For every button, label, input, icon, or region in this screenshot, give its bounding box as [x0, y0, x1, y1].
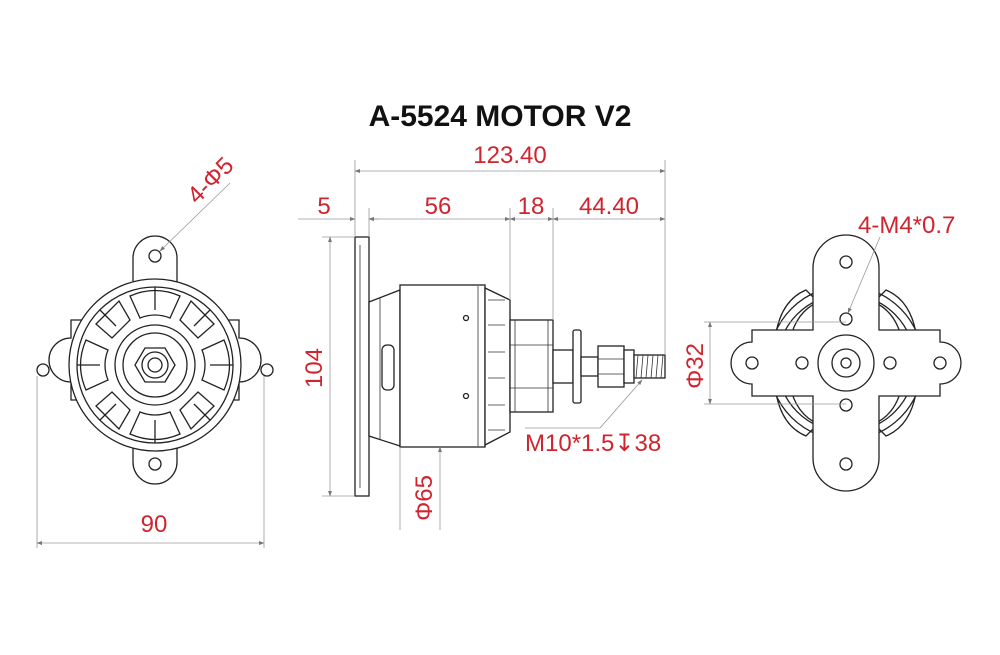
hole-leader: [159, 182, 231, 252]
rear-shaft: [840, 357, 852, 369]
cooling-fins: [77, 287, 233, 443]
prop-nut-cap: [623, 349, 635, 384]
shaft-thread-label: M10*1.5↧38: [525, 430, 661, 457]
body-length-label: 56: [425, 193, 452, 220]
mount-thread-label: 4-M4*0.7: [858, 212, 955, 239]
mount-hole-right: [260, 363, 274, 377]
thread-leader: [599, 379, 643, 429]
cross-hole-bottom: [839, 457, 853, 471]
mount-screw-top: [839, 312, 853, 326]
threaded-shaft: [633, 354, 666, 379]
mount-thread-leader: [847, 236, 881, 314]
rear-view: [730, 234, 962, 492]
shaft-threads: [635, 354, 664, 379]
cross-hole-top: [839, 255, 853, 269]
inner-ring: [114, 324, 196, 406]
cross-hole-left: [745, 356, 759, 370]
mount-hole-top: [148, 249, 162, 263]
mount-screw-bottom: [839, 398, 853, 412]
rear-hub: [509, 319, 554, 413]
front-bell-slot: [381, 344, 395, 391]
prop-nut: [597, 345, 625, 388]
motor-can: [399, 284, 486, 448]
front-view: [36, 235, 274, 485]
shaft-center: [147, 357, 163, 373]
hub-diameter-label: Φ32: [682, 343, 709, 389]
shaft-collar: [552, 349, 574, 384]
overall-length-label: 123.40: [473, 142, 546, 169]
can-screw-top: [462, 314, 470, 322]
plate-thickness-label: 5: [317, 193, 330, 220]
shaft-length-label: 44.40: [579, 193, 639, 220]
body-diameter-label: Φ65: [411, 475, 438, 521]
rear-bearing-ring: [817, 334, 875, 392]
plate-height-label: 104: [301, 348, 328, 388]
mount-width-label: 90: [141, 511, 168, 538]
mount-hole-bottom: [148, 457, 162, 471]
prop-washer: [572, 329, 582, 404]
mount-screw-right: [883, 356, 897, 370]
segment-length-label: 18: [518, 193, 545, 220]
cross-hole-right: [933, 356, 947, 370]
hub-ring: [122, 332, 188, 398]
rear-hub-lines: [510, 320, 553, 412]
mount-hole-left: [36, 363, 50, 377]
shaft-spacer: [580, 356, 599, 377]
mount-plate: [354, 236, 370, 497]
side-view: [354, 236, 666, 497]
can-screw-bottom: [462, 392, 470, 400]
rear-bell: [484, 286, 511, 447]
rear-hub: [831, 348, 861, 378]
shaft-end: [141, 351, 169, 379]
drawing-title: A-5524 MOTOR V2: [369, 100, 632, 133]
mount-screw-left: [795, 356, 809, 370]
hole-callout-label: 4-Φ5: [182, 152, 239, 209]
rear-bell-ribs: [488, 299, 505, 431]
